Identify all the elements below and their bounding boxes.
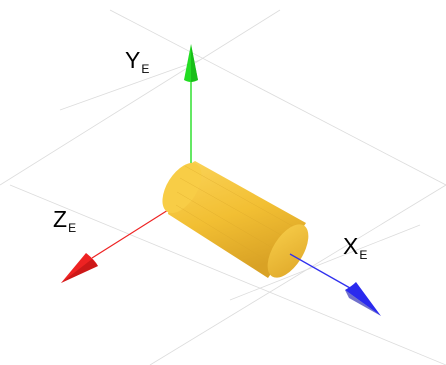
x-axis [289,253,381,316]
x-axis-label-main: X [343,233,359,259]
background-grid [0,9,446,365]
x-axis-arrowhead [345,282,381,316]
cylinder-front-cap [267,224,309,278]
x-axis-label: XE [343,233,367,262]
x-axis-label-subscript: E [359,248,368,262]
cylinder-body [162,161,309,278]
y-axis-label: YE [125,47,149,76]
z-axis-label-main: Z [53,206,68,232]
y-axis [184,44,198,170]
z-axis [61,204,177,283]
y-axis-label-subscript: E [141,62,150,76]
z-axis-line [91,204,177,259]
y-axis-label-main: Y [125,47,141,73]
x-axis-line [289,253,351,289]
cylinder-back-cap [162,162,202,214]
z-axis-label: ZE [53,206,76,235]
z-axis-arrowhead [61,253,98,283]
z-axis-label-subscript: E [68,221,77,235]
